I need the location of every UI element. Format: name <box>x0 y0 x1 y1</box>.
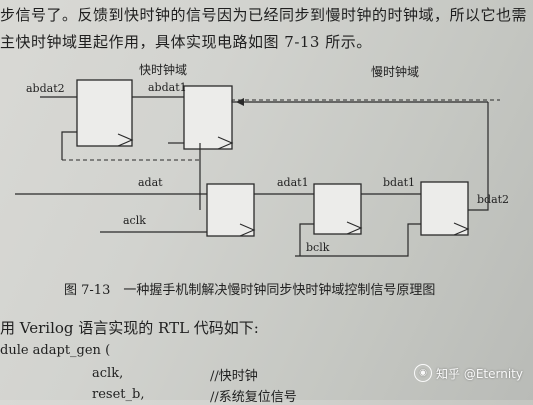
label-slow-domain: 慢时钟域 <box>371 64 419 79</box>
ff2-clock-mark <box>217 136 234 150</box>
wires <box>15 96 489 257</box>
watermark-text: 知乎 @Eternity <box>436 366 523 381</box>
label-aclk: aclk <box>123 214 146 227</box>
ff5-clock-mark <box>453 222 470 236</box>
eye-icon: ◉ <box>414 364 433 382</box>
flipflop-ff1 <box>76 79 133 147</box>
code-intro-text: 用 Verilog 语言实现的 RTL 代码如下: <box>0 319 259 337</box>
label-abdat1: abdat1 <box>148 81 187 94</box>
flipflop-ff2 <box>183 85 233 150</box>
flipflop-ff4 <box>313 183 362 235</box>
body-text-line-1: 步信号了。反馈到快时钟的信号因为已经同步到慢时钟的时钟域，所以它也需 <box>0 6 528 24</box>
figure-caption: 图 7-13 一种握手机制解决慢时钟同步快时钟域控制信号原理图 <box>64 283 436 298</box>
watermark: ◉ 知乎 @Eternity <box>414 364 523 382</box>
ff4-clock-mark <box>346 221 363 235</box>
ff1-clock-mark <box>117 133 134 147</box>
arrow-to-ff2 <box>236 98 244 106</box>
label-fast-domain: 快时钟域 <box>139 62 187 77</box>
code-line-3: reset_b, <box>92 387 145 402</box>
label-adat1: adat1 <box>277 176 309 189</box>
code-line-2: aclk, <box>92 366 124 381</box>
body-text-line-2: 主快时钟域里起作用，具体实现电路如图 7-13 所示。 <box>0 33 372 51</box>
label-bdat1: bdat1 <box>383 176 415 189</box>
label-bclk: bclk <box>306 241 330 254</box>
code-comment-2: //快时钟 <box>210 369 258 384</box>
flipflop-ff5 <box>420 181 469 236</box>
flipflop-ff3 <box>206 183 255 237</box>
code-comment-3: //系统复位信号 <box>210 390 297 405</box>
label-abdat2: abdat2 <box>26 82 65 95</box>
code-line-1: dule adapt_gen ( <box>0 343 111 358</box>
label-bdat2: bdat2 <box>477 193 509 206</box>
ff3-clock-mark <box>239 223 256 237</box>
label-adat: adat <box>138 176 163 189</box>
